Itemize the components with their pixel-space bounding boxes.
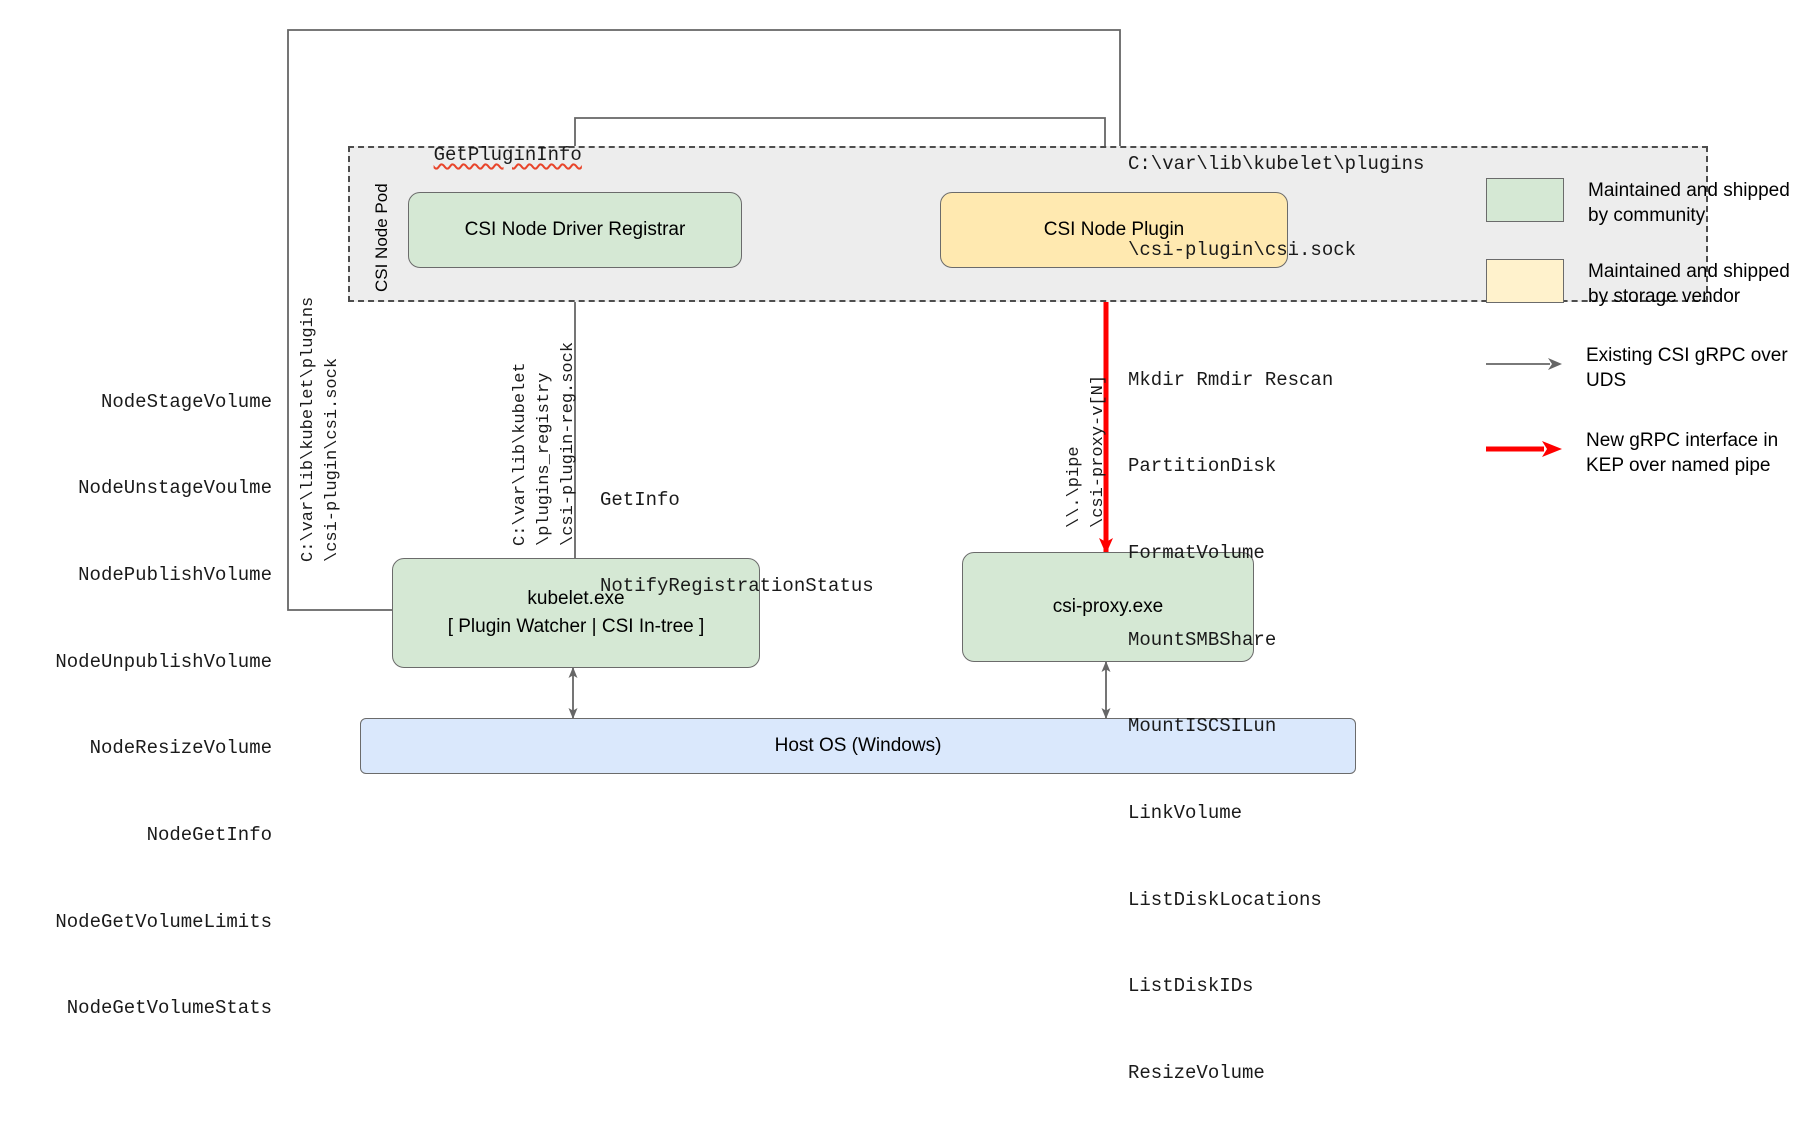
node-service-call: NodeGetInfo	[146, 823, 272, 846]
node-service-call: NodeStageVolume	[100, 390, 272, 413]
get-plugin-info-text: GetPluginInfo	[433, 143, 582, 166]
list-proxy-api-calls: Mkdir Rmdir Rescan PartitionDisk FormatV…	[1128, 308, 1333, 1145]
proxy-api-call: MountSMBShare	[1128, 628, 1277, 651]
node-csi-proxy-exe-label: csi-proxy.exe	[1052, 596, 1164, 618]
node-kubelet-exe[interactable]: kubelet.exe [ Plugin Watcher | CSI In-tr…	[392, 558, 760, 668]
label-named-pipe-path-line2: \csi-proxy-v[N]	[1089, 374, 1108, 528]
proxy-api-call: ListDiskIDs	[1128, 975, 1254, 998]
proxy-api-call: ResizeVolume	[1128, 1061, 1265, 1084]
node-csi-proxy-exe[interactable]: csi-proxy.exe	[962, 552, 1254, 662]
node-kubelet-exe-sublabel: [ Plugin Watcher | CSI In-tree ]	[447, 616, 705, 637]
legend-label-storage-vendor: Maintained and shipped by storage vendor	[1588, 260, 1790, 307]
node-service-call: NodeResizeVolume	[89, 737, 272, 760]
node-csi-node-plugin-label: CSI Node Plugin	[1043, 219, 1185, 241]
legend-item-storage-vendor: Maintained and shipped by storage vendor	[1486, 258, 1806, 310]
proxy-api-call: ListDiskLocations	[1128, 888, 1322, 911]
node-csi-node-driver-registrar[interactable]: CSI Node Driver Registrar	[408, 192, 742, 268]
label-named-pipe-path-line1: \\.\pipe	[1065, 446, 1084, 528]
node-csi-node-driver-registrar-label: CSI Node Driver Registrar	[464, 219, 686, 241]
legend-swatch-green-icon	[1486, 178, 1564, 222]
node-kubelet-exe-label: kubelet.exe	[527, 588, 625, 610]
legend-item-existing-csi: Existing CSI gRPC over UDS	[1486, 343, 1806, 394]
proxy-api-call: PartitionDisk	[1128, 455, 1277, 478]
node-service-call: NodePublishVolume	[78, 564, 272, 586]
proxy-api-call: Mkdir Rmdir Rescan	[1128, 368, 1334, 391]
label-top-right-socket-path: C:\var\lib\kubelet\plugins \csi-plugin\c…	[1128, 92, 1424, 323]
csi-node-pod-label: CSI Node Pod	[372, 183, 391, 292]
legend-label-new-grpc: New gRPC interface in KEP over named pip…	[1586, 429, 1779, 476]
legend-swatch-yellow-icon	[1486, 258, 1564, 303]
proxy-api-call: MountISCSILun	[1128, 715, 1277, 738]
list-node-service-calls: NodeStageVolume NodeUnstageVoulme NodePu…	[0, 330, 272, 1081]
registration-call-notifyregistrationstatus: NotifyRegistrationStatus	[600, 575, 874, 598]
label-get-plugin-info: GetPluginInfo	[388, 112, 582, 199]
label-registry-socket-path-line3: \csi-plugin-reg.sock	[559, 341, 578, 546]
node-service-call: NodeGetVolumeLimits	[55, 910, 272, 933]
registration-call-getinfo: GetInfo	[600, 488, 680, 511]
legend: Maintained and shipped by community Main…	[1486, 178, 1806, 508]
node-host-os[interactable]: Host OS (Windows)	[360, 718, 1356, 774]
proxy-api-call: FormatVolume	[1128, 542, 1265, 564]
node-service-call: NodeUnpublishVolume	[55, 650, 272, 673]
proxy-api-call: LinkVolume	[1128, 801, 1243, 824]
legend-gray-arrow-icon	[1486, 343, 1562, 385]
label-registry-socket-path-line1: C:\var\lib\kubelet	[511, 362, 530, 546]
legend-item-new-grpc: New gRPC interface in KEP over named pip…	[1486, 428, 1806, 479]
node-csi-node-plugin[interactable]: CSI Node Plugin	[940, 192, 1288, 268]
wire-kubelet-to-node-plugin	[287, 29, 1125, 611]
diagram-canvas: CSI Node Pod CSI Node Driver Registrar C…	[55, 29, 1806, 1084]
label-left-socket-path-line1: C:\var\lib\kubelet\plugins	[299, 296, 318, 562]
legend-item-community: Maintained and shipped by community	[1486, 178, 1806, 229]
legend-label-existing-csi: Existing CSI gRPC over UDS	[1586, 345, 1788, 392]
node-host-os-label: Host OS (Windows)	[774, 735, 942, 757]
label-left-socket-path-line2: \csi-plugin\csi.sock	[323, 357, 342, 562]
label-registry-socket-path-line2: \plugins_registry	[535, 372, 554, 546]
top-right-socket-path-line1: C:\var\lib\kubelet\plugins	[1128, 152, 1425, 175]
label-registration-calls: GetInfo NotifyRegistrationStatus	[600, 428, 874, 659]
node-service-call: NodeUnstageVoulme	[78, 477, 272, 500]
node-service-call: NodeGetVolumeStats	[66, 997, 272, 1020]
legend-red-arrow-icon	[1486, 428, 1562, 470]
legend-label-community: Maintained and shipped by community	[1588, 180, 1790, 227]
top-right-socket-path-line2: \csi-plugin\csi.sock	[1128, 239, 1357, 262]
